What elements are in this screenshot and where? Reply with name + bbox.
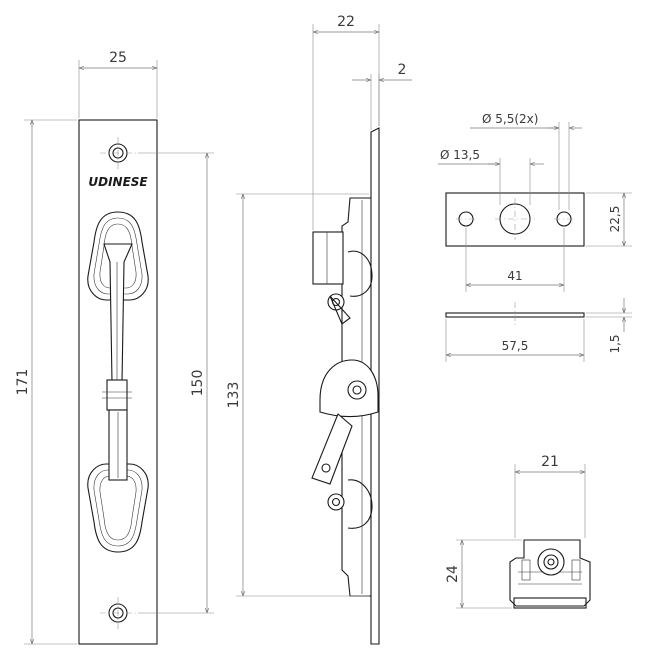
brand-logo: UDINESE [88,175,148,189]
dim-keeper-thickness: 1,5 [586,298,632,354]
svg-text:24: 24 [445,565,461,583]
dim-plate-width: 25 [78,50,158,118]
dim-keeper-height: 22,5 [586,192,632,247]
lever-handle [102,243,133,481]
svg-text:41: 41 [507,269,522,283]
svg-text:150: 150 [190,370,206,397]
svg-text:171: 171 [15,369,31,396]
bolt-end-view [509,539,591,609]
dim-keeper-small-holes: Ø 5,5(2x) [470,112,582,210]
svg-text:57,5: 57,5 [502,339,529,353]
svg-text:25: 25 [109,50,127,66]
dim-keeper-large-hole: Ø 13,5 [438,148,544,205]
bolt-tip [312,231,344,285]
svg-text:Ø 5,5(2x): Ø 5,5(2x) [482,112,538,126]
dim-side-length: 133 [226,193,369,597]
dim-bolt-height: 24 [445,539,522,609]
svg-text:1,5: 1,5 [608,334,622,353]
keeper-plate-top-view [445,192,585,247]
dim-plate-thickness: 2 [352,62,412,130]
keeper-plate-side-view [445,302,585,328]
dim-keeper-length: 57,5 [445,319,585,362]
svg-text:133: 133 [226,382,242,409]
svg-text:Ø 13,5: Ø 13,5 [440,148,480,162]
svg-text:22,5: 22,5 [608,206,622,233]
side-view [311,127,380,645]
svg-text:22: 22 [337,14,355,30]
dim-keeper-hole-spacing: 41 [465,228,565,292]
front-view: UDINESE [78,119,158,645]
dim-inner-length: 150 [138,152,214,614]
dim-bolt-width: 21 [514,454,586,538]
dim-overall-length: 171 [15,119,77,645]
svg-text:2: 2 [398,62,407,78]
svg-text:21: 21 [541,454,559,470]
